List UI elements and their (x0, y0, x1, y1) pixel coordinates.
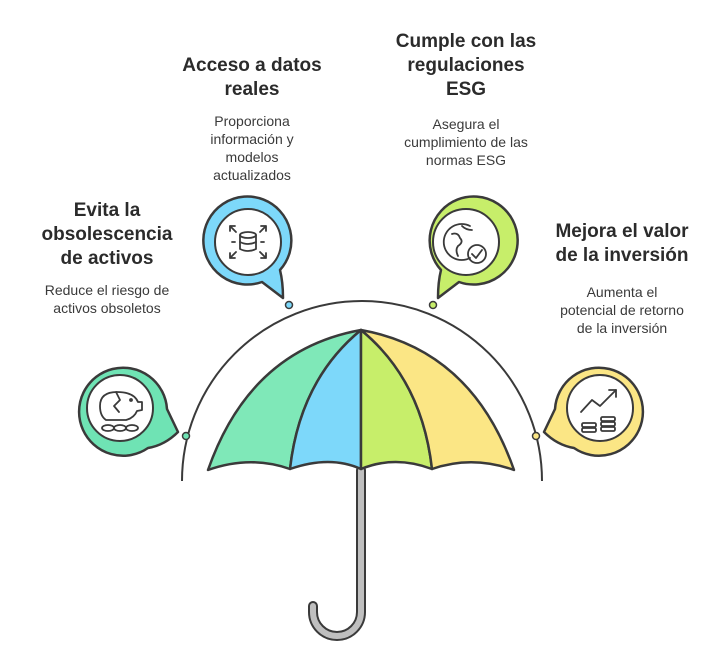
item-description-investment-value: Aumenta el potencial de retorno de la in… (532, 283, 712, 337)
connector-dot-2 (284, 300, 294, 310)
title-line: Mejora el valor (555, 221, 689, 242)
description-line: información y (210, 131, 294, 147)
description-line: cumplimiento de las (404, 134, 528, 150)
description-line: normas ESG (425, 152, 507, 168)
description-line: Aumenta el (586, 284, 658, 300)
title-line: obsolescencia (41, 224, 173, 245)
title-line: Acceso a datos (182, 55, 322, 76)
outer-arc (181, 300, 543, 482)
bubble-data-access (202, 195, 293, 300)
bubble-obsolescence (77, 366, 180, 457)
title-line: regulaciones (407, 55, 525, 76)
database-icon (229, 225, 267, 259)
description-line: activos obsoletos (53, 300, 161, 316)
item-title-obsolescence: Evita la obsolescencia de activos (20, 199, 194, 271)
connector-dot-3 (428, 300, 438, 310)
title-line: de activos (60, 248, 154, 269)
bubble-esg (428, 195, 519, 300)
globe-check-icon (442, 223, 487, 264)
item-title-data-access: Acceso a datos reales (162, 54, 342, 102)
description-line: de la inversión (576, 320, 668, 336)
description-line: actualizados (213, 167, 291, 183)
item-description-esg: Asegura el cumplimiento de las normas ES… (376, 115, 556, 169)
connector-dot-1 (181, 431, 191, 441)
bubble-investment-value (542, 366, 645, 457)
title-line: Cumple con las (395, 31, 537, 52)
umbrella-panel-yellow (359, 328, 516, 472)
growth-chart-coins-icon (580, 389, 617, 433)
title-line: reales (224, 79, 280, 100)
description-line: modelos (225, 149, 279, 165)
item-description-obsolescence: Reduce el riesgo de activos obsoletos (15, 281, 199, 317)
title-line: Evita la (73, 200, 141, 221)
item-title-investment-value: Mejora el valor de la inversión (532, 220, 712, 268)
connector-dot-4 (531, 431, 541, 441)
item-description-data-access: Proporciona información y modelos actual… (172, 112, 332, 184)
umbrella-handle (308, 465, 366, 641)
description-line: Reduce el riesgo de (44, 282, 170, 298)
description-line: Asegura el (432, 116, 500, 132)
description-line: potencial de retorno (560, 302, 684, 318)
description-line: Proporciona (214, 113, 290, 129)
item-title-esg: Cumple con las regulaciones ESG (376, 30, 556, 102)
title-line: ESG (445, 79, 487, 100)
title-line: de la inversión (555, 245, 689, 266)
umbrella-panel-blue (288, 328, 363, 471)
piggy-bank-icon (99, 391, 143, 432)
umbrella-canopy (206, 328, 516, 472)
